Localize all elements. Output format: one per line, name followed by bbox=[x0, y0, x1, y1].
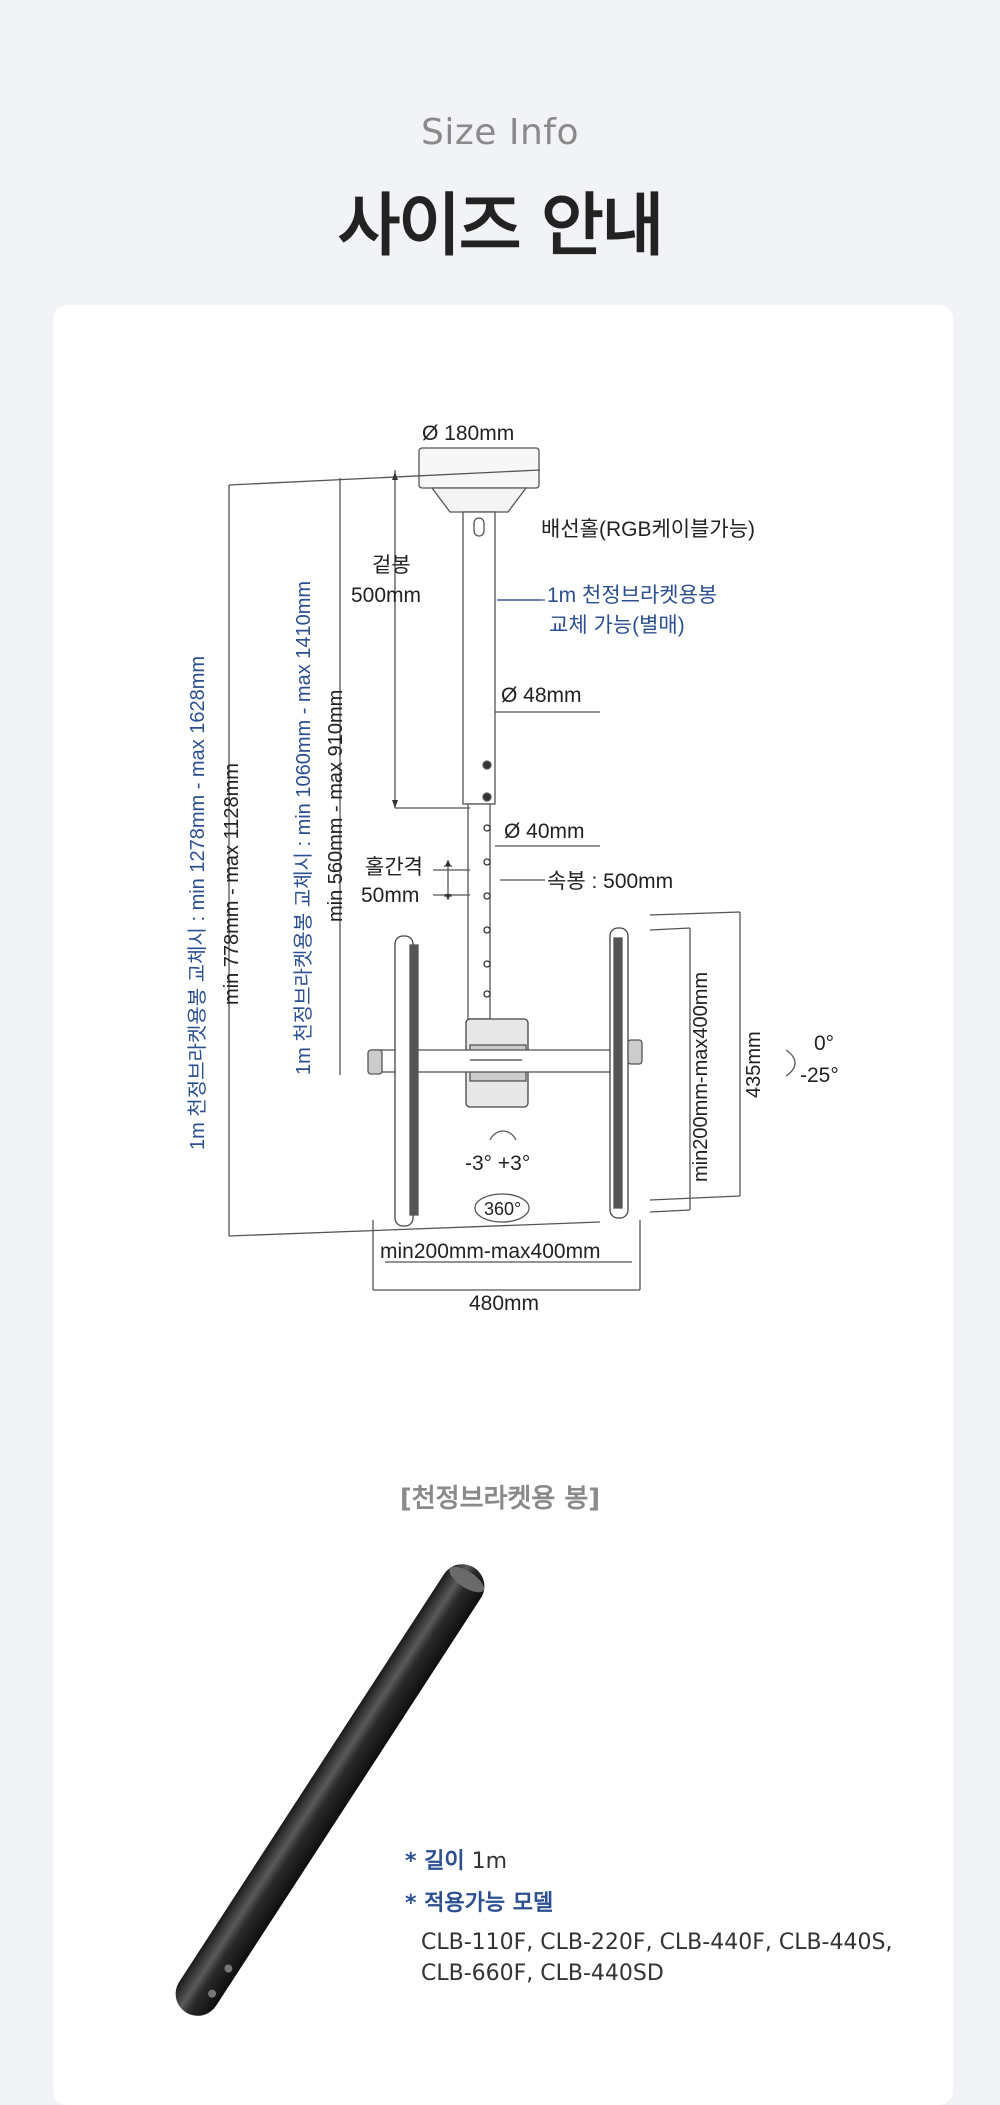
section-subtitle: Size Info bbox=[421, 112, 579, 153]
vesa-vertical-label: min200mm-max400mm bbox=[690, 972, 712, 1182]
inner-diameter-label: Ø 40mm bbox=[504, 820, 585, 843]
rotation-label: 360° bbox=[484, 1199, 521, 1219]
outer-rod-label: 겉봉 bbox=[372, 554, 411, 577]
rod-replace-label-2: 교체 가능(별매) bbox=[549, 614, 685, 637]
tilt-top-label: 0° bbox=[814, 1032, 834, 1055]
cable-hole-label: 배선홀(RGB케이블가능) bbox=[541, 518, 755, 541]
bracket-dimension-diagram: Ø 180mm 배선홀(RGB케이블가능) 겉봉 500mm Ø 48mm Ø … bbox=[186, 422, 839, 1315]
total-height-replace-label: 1m 천정브라켓용봉 교체시 : min 1278mm - max 1628mm bbox=[186, 656, 209, 1150]
vesa-horizontal-label: min200mm-max400mm bbox=[380, 1240, 601, 1263]
outer-diameter-label: Ø 48mm bbox=[501, 684, 582, 707]
total-height-label: min 778mm - max 1128mm bbox=[221, 763, 243, 1005]
rod-length-key: * 길이 bbox=[405, 1849, 465, 1874]
rod-height-label: min 560mm - max 910mm bbox=[325, 690, 347, 922]
inner-rod-label: 속봉 : 500mm bbox=[547, 870, 673, 893]
plate-diameter-label: Ø 180mm bbox=[422, 422, 514, 445]
rod-length-value: 1m bbox=[471, 1849, 508, 1874]
section-title: 사이즈 안내 bbox=[337, 187, 664, 266]
content-card bbox=[53, 305, 953, 2105]
bracket-width-label: 480mm bbox=[469, 1292, 539, 1315]
bracket-height-label: 435mm bbox=[743, 1031, 765, 1098]
ceiling-rod-image bbox=[175, 1564, 485, 2016]
hole-gap-label: 홀간격 bbox=[365, 856, 423, 879]
tilt-bottom-label: -25° bbox=[800, 1064, 839, 1087]
rod-models-row: * 적용가능 모델 bbox=[405, 1885, 901, 1917]
rod-specs: * 길이 1m * 적용가능 모델 CLB-110F, CLB-220F, CL… bbox=[405, 1843, 901, 1989]
rod-models-list: CLB-110F, CLB-220F, CLB-440F, CLB-440S, … bbox=[421, 1930, 893, 1986]
swivel-label: -3° +3° bbox=[465, 1152, 530, 1175]
rod-models-key: * 적용가능 모델 bbox=[405, 1891, 554, 1916]
rod-replace-label-1: 1m 천정브라켓용봉 bbox=[547, 584, 717, 607]
rod-height-replace-label: 1m 천정브라켓용봉 교체시 : min 1060mm - max 1410mm bbox=[292, 581, 315, 1075]
outer-rod-length: 500mm bbox=[351, 584, 421, 607]
rod-section-caption: [천정브라켓용 봉] bbox=[399, 1484, 601, 1514]
hole-gap-value: 50mm bbox=[361, 884, 419, 907]
rod-length-row: * 길이 1m bbox=[405, 1843, 901, 1875]
